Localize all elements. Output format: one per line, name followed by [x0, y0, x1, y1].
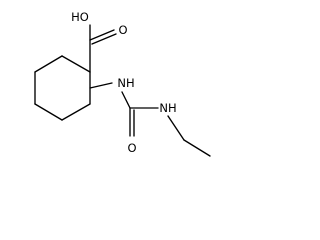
urea-oxygen-label: O	[127, 141, 136, 155]
urea-group	[89, 82, 159, 137]
hydroxyl-label: HO	[71, 10, 89, 24]
bond-ethyl-ch2-to-ch3	[183, 139, 211, 157]
ring-bond-2	[34, 55, 63, 73]
cyclohexane-ring	[34, 55, 91, 121]
carboxylic-acid-group	[89, 24, 117, 73]
ring-bond-1	[61, 55, 91, 73]
bond-carbonyl-double-b	[91, 33, 117, 45]
bond-nh-to-ethyl-ch2	[167, 115, 185, 141]
ring-bond-5	[61, 103, 91, 121]
ring-bond-4	[34, 103, 63, 121]
acid-carbonyl-oxygen-label: O	[118, 23, 127, 37]
bond-ring-to-nh	[89, 82, 113, 89]
bond-nh-to-urea-carbon	[121, 91, 131, 109]
ring-amide-nh-label: NH	[117, 76, 134, 90]
ethyl-nh-label: NH	[159, 101, 176, 115]
bond-carbonyl-double-a	[89, 29, 115, 41]
ethyl-group	[167, 115, 211, 157]
structure-diagram: HO O NH O NH	[34, 10, 211, 157]
